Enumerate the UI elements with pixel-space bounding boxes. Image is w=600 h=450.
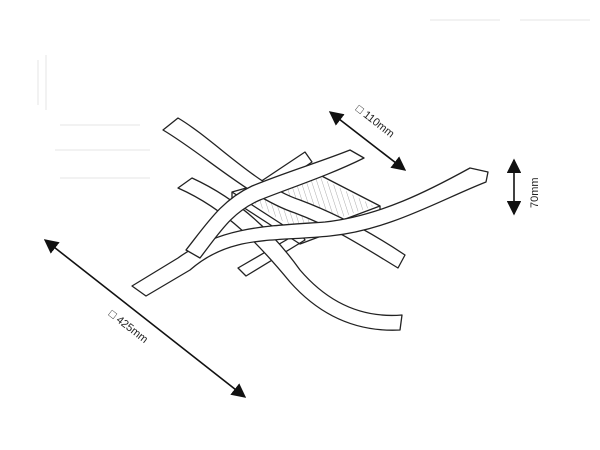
base-label: 110mm [361, 109, 397, 141]
svg-text:□425mm: □425mm [106, 308, 150, 346]
base-arrow [328, 111, 407, 171]
lamp-illustration [131, 117, 489, 331]
height-dimension: 70mm [506, 158, 541, 216]
height-label: 70mm [529, 177, 541, 208]
diameter-arrow [43, 239, 247, 398]
watermark [37, 19, 590, 179]
diameter-dimension: □425mm [43, 239, 247, 398]
